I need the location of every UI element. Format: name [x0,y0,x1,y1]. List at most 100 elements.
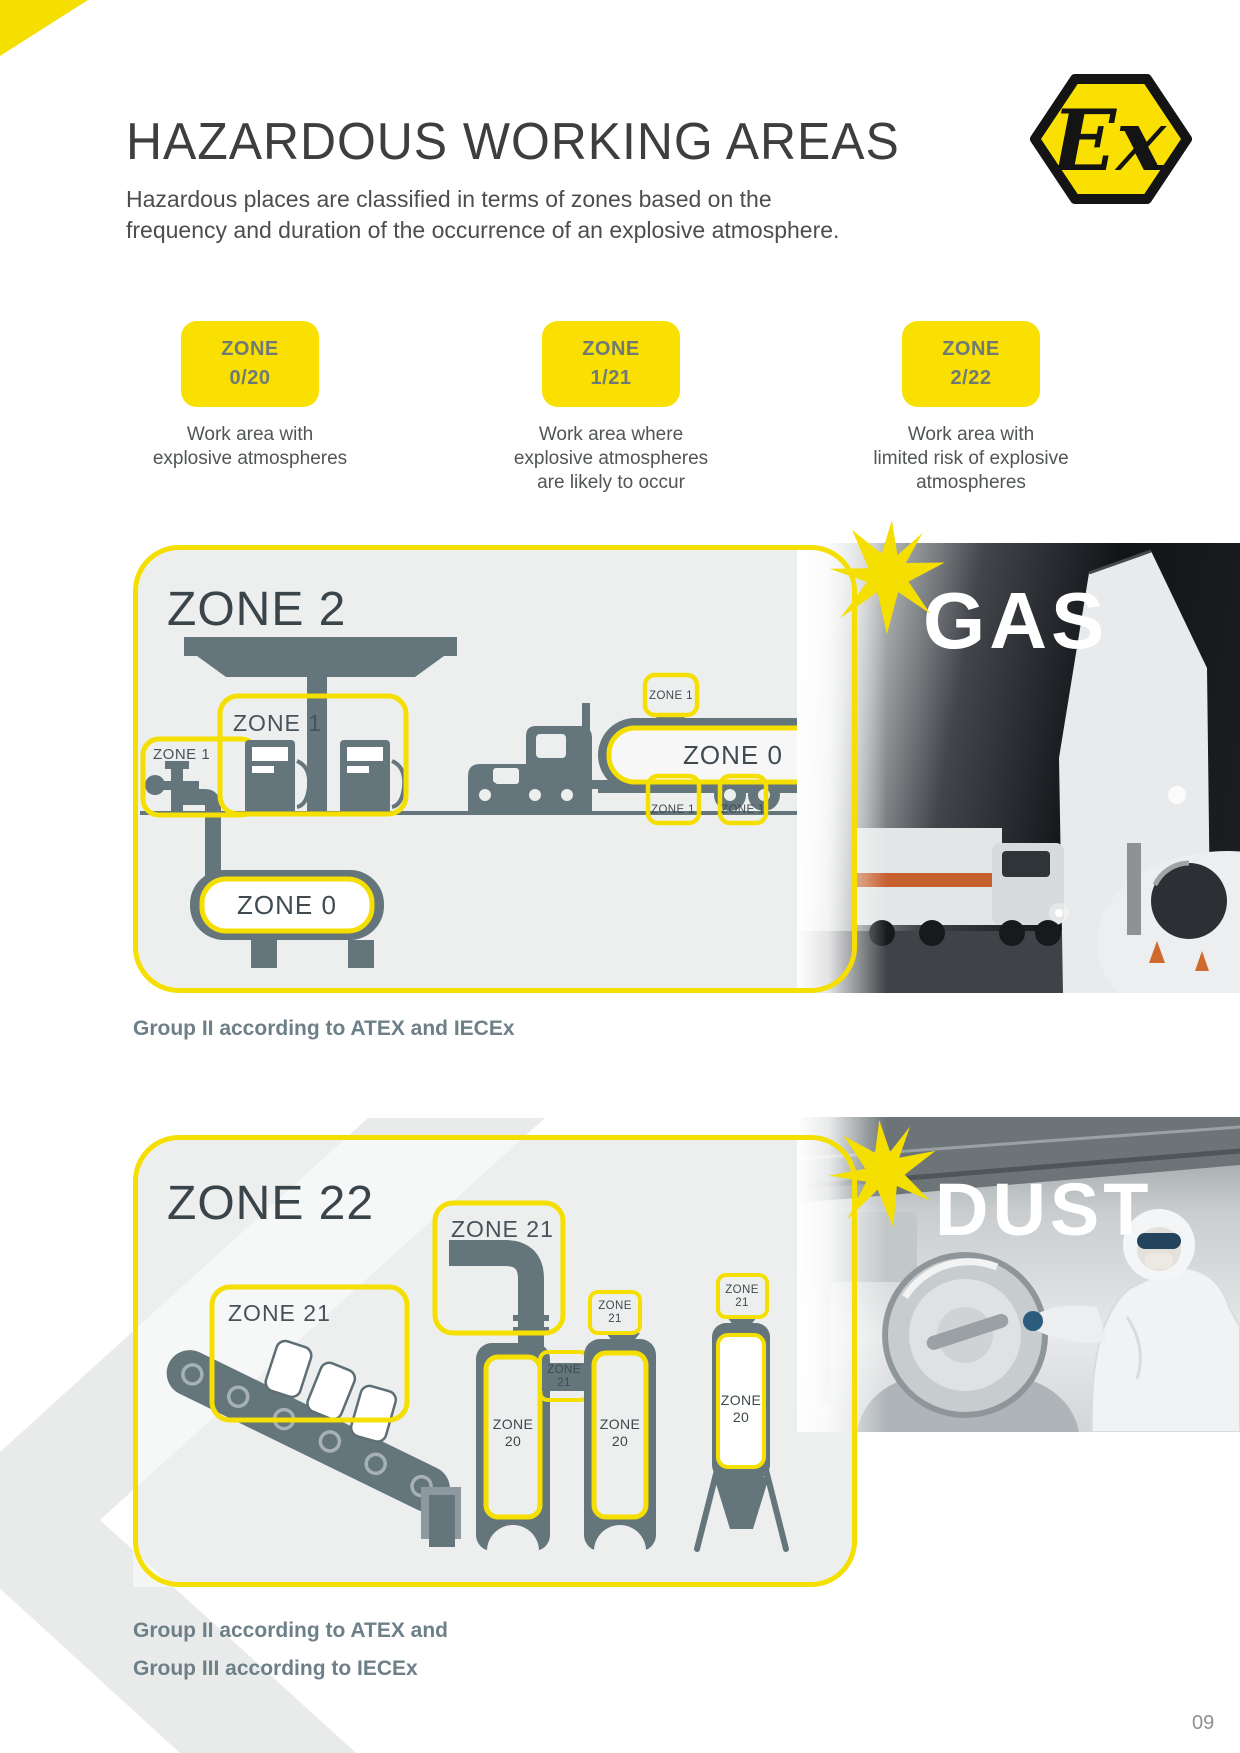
fuel-pump-left [245,740,312,814]
tanker-valve-right-label: ZONE 1 [721,804,765,816]
dust-photo-label: DUST [935,1168,1153,1251]
silo3-num: 20 [733,1409,749,1425]
tanker-hatch-label: ZONE 1 [649,690,693,702]
page-title: HAZARDOUS WORKING AREAS [126,113,900,171]
silo2-word: ZONE [600,1416,641,1432]
badge-description: Work area where explosive atmospheres ar… [481,423,741,495]
goggles-shape [1137,1233,1181,1249]
subtitle-line-1: Hazardous places are classified in terms… [126,186,772,212]
tanker-valve-left-label: ZONE 1 [651,804,695,816]
traffic-cone-shape [1149,941,1165,963]
subtitle-line-2: frequency and duration of the occurrence… [126,217,840,243]
desc-line: Work area where [538,424,684,445]
underground-pipe [177,789,221,880]
boarding-stairs-shape [1127,843,1141,935]
tanker-trailer: ZONE 0 [588,718,857,811]
nav-light-glow [1168,786,1186,804]
mask-shape [1145,1253,1173,1269]
ground-line [140,811,846,815]
tanker-valve-zone-left: ZONE 1 [645,773,702,826]
dust-photo: DUST [797,1117,1240,1432]
dust-plant-illustration: ZONE 22 ZONE 21 ZONE 21 [133,1135,789,1587]
ex-logo-text: Ex [1050,91,1167,190]
silo3-cap-zone-box [716,1273,769,1319]
tanker-valve-zone-right: ZONE 1 [717,773,769,826]
connector-word: ZONE [547,1364,581,1376]
silo3-cap-num: 21 [735,1297,749,1309]
silo1-num: 20 [505,1433,521,1449]
gas-caption: Group II according to ATEX and IECEx [133,1017,515,1040]
zone-badge-group-1-21: ZONE 1/21 Work area where explosive atmo… [481,321,741,495]
arm-shape [1029,1305,1107,1343]
silo2-cap-num: 21 [608,1313,622,1325]
zone-badge-group-2-22: ZONE 2/22 Work area with limited risk of… [841,321,1101,495]
dust-caption-line-1: Group II according to ATEX and [133,1619,449,1642]
connector-num: 21 [557,1377,571,1389]
desc-line: explosive atmospheres [513,448,709,469]
underground-tank-label: ZONE 0 [237,890,337,920]
dust-caption-line-2: Group III according to IECEx [133,1657,418,1680]
badge-description: Work area with explosive atmospheres [120,423,380,471]
pumps-zone-label: ZONE 1 [233,710,322,736]
ex-hexagon-shape [1030,74,1192,204]
zone-badge: ZONE 1/21 [542,321,680,407]
conveyor-support-leg [429,1495,455,1547]
corner-accent-shape [0,0,88,56]
tanker-truck-cab [468,703,592,811]
badge-code: 0/20 [229,367,271,389]
silo3-cap-word: ZONE [725,1284,759,1296]
airplane-engine-shape [1151,863,1227,939]
pumps-zone-box [217,693,409,817]
zone-badge: ZONE 2/22 [902,321,1040,407]
silo2-cap-word: ZONE [598,1300,632,1312]
desc-line: atmospheres [916,472,1026,493]
gas-station-illustration: ZONE 2 ZONE 0 ZONE 1 [140,583,857,968]
gas-photo: GAS [797,543,1240,993]
duct-flange [513,1315,549,1321]
wellhead-zone-label: ZONE 1 [153,746,210,763]
badge-word: ZONE [221,338,279,360]
gas-photo-label: GAS [923,576,1109,665]
tanker-hatch-zone: ZONE 1 [642,672,700,721]
badge-code: 1/21 [590,367,632,389]
desc-line: are likely to occur [537,472,685,493]
wellhead-valve [145,761,199,811]
silo3-word: ZONE [721,1392,762,1408]
worker-shape [1023,1209,1240,1432]
zone-badge-group-0-20: ZONE 0/20 Work area with explosive atmos… [120,321,380,471]
duct-zone-label: ZONE 21 [451,1216,554,1242]
underground-tank: ZONE 0 [190,870,384,968]
conveyor-zone-label: ZONE 21 [228,1300,331,1326]
atex-ex-logo: Ex [1030,74,1192,204]
glove-shape [1023,1311,1043,1331]
zone-badge: ZONE 0/20 [181,321,319,407]
page-number: 09 [1192,1712,1215,1734]
silo2-num: 20 [612,1433,628,1449]
desc-line: explosive atmospheres [152,448,348,469]
page-subtitle: Hazardous places are classified in terms… [126,184,839,246]
badge-word: ZONE [582,338,640,360]
dust-caption: Group II according to ATEX and Group III… [133,1612,448,1688]
dust-panel-title: ZONE 22 [167,1177,374,1230]
steel-lid-shape [882,1252,1048,1418]
badge-word: ZONE [942,338,1000,360]
desc-line: Work area with [186,424,314,445]
badge-description: Work area with limited risk of explosive… [841,423,1101,495]
badge-code: 2/22 [950,367,992,389]
silo2-cap-zone-box [588,1290,642,1335]
silo1-word: ZONE [493,1416,534,1432]
traffic-cone-shape [1195,951,1209,971]
tanker-zone-label: ZONE 0 [683,740,783,770]
fuel-pump-right [340,740,407,814]
photo-left-fade [797,1117,887,1432]
gas-panel-title: ZONE 2 [167,583,346,636]
photo-left-fade [797,543,887,993]
desc-line: Work area with [907,424,1035,445]
